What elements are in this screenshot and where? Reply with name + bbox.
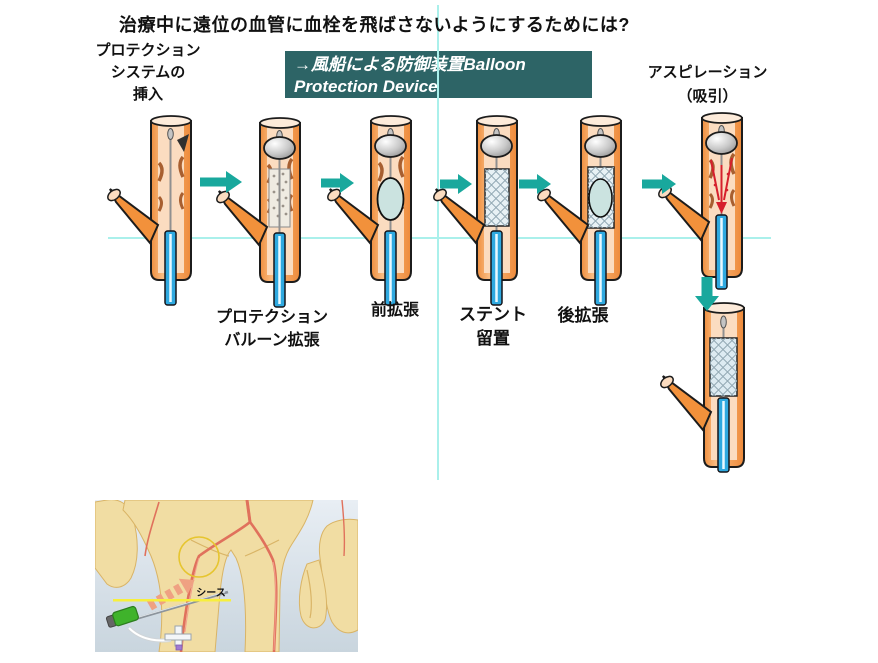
protection-balloon-icon <box>480 134 513 158</box>
step-label-line: 留置 <box>476 329 510 348</box>
stent-mesh-icon <box>484 168 510 227</box>
callout-line: →風船による防御装置Balloon <box>294 55 526 74</box>
stent-mesh-icon <box>709 337 738 397</box>
vessel-step-pre-dilation <box>324 115 412 307</box>
groin-access-illustration: シース <box>95 500 358 652</box>
vessel-step-final <box>657 302 745 474</box>
arteries <box>144 500 346 652</box>
aspiration-arrows-icon <box>710 157 733 214</box>
vessel-step-aspiration <box>655 112 743 291</box>
target-circle-icon <box>178 536 220 578</box>
protection-balloon-icon <box>705 131 738 155</box>
crosshair-vertical-line <box>437 5 439 480</box>
arrow-right-icon <box>321 173 354 193</box>
arrow-right-icon <box>642 174 676 194</box>
step-arrows <box>200 171 719 311</box>
catheter-icon <box>163 229 178 307</box>
protection-balloon-icon <box>263 136 296 160</box>
label-line: アスピレーション <box>647 64 768 81</box>
step-label-line: バルーン拡張 <box>224 332 320 349</box>
arrow-right-icon <box>519 174 551 194</box>
step-label-post-dilation: 後拡張 <box>533 304 633 327</box>
crosshair-horizontal-line <box>108 237 771 239</box>
plaque-flap <box>177 134 189 152</box>
step-label-line: 前拡張 <box>370 302 419 319</box>
arrow-down-icon <box>695 277 719 311</box>
sheath-label: シース <box>196 587 226 599</box>
label-line: 挿入 <box>132 86 163 103</box>
dilation-balloon-icon <box>588 178 613 218</box>
step-label-line: プロテクション <box>215 309 328 326</box>
sheath-hub <box>164 625 192 651</box>
right-hand <box>318 518 358 634</box>
protection-balloon-icon <box>584 134 617 158</box>
label-line: プロテクション <box>95 42 201 59</box>
skin-creases <box>190 539 313 619</box>
approach-arrow-icon <box>147 578 195 611</box>
label-line: （吸引） <box>677 88 738 105</box>
right-fingers <box>298 559 328 629</box>
step-label-protection-balloon: プロテクション バルーン拡張 <box>196 306 348 352</box>
arrow-right-icon <box>440 174 472 194</box>
step-label-line: ステント <box>459 305 527 324</box>
procedure-steps-diagram <box>104 112 745 474</box>
vessel-step-stent-placement <box>430 115 518 307</box>
step-label-pre-dilation: 前拡張 <box>345 299 445 322</box>
label-line: システムの <box>110 64 186 81</box>
vessel-step-insertion <box>104 115 192 307</box>
vessel-step-protection-balloon <box>213 117 301 309</box>
callout-line: Protection Device <box>294 77 438 96</box>
sheath-underline <box>113 599 231 602</box>
label-aspiration: アスピレーション （吸引） <box>645 61 770 109</box>
protection-balloon-icon <box>374 134 407 158</box>
step-label-stent-placement: ステント 留置 <box>443 303 543 351</box>
vessel-step-post-dilation <box>534 115 622 307</box>
torso-and-legs <box>122 500 314 652</box>
step-label-line: 後拡張 <box>557 306 609 325</box>
slide-title: 治療中に遠位の血管に血栓を飛ばさないようにするためには? <box>119 15 630 35</box>
body-skin <box>95 500 358 652</box>
label-protection-system-insertion: プロテクション システムの 挿入 <box>84 40 212 106</box>
arrow-right-icon <box>200 171 242 193</box>
dilation-balloon-icon <box>376 177 405 221</box>
